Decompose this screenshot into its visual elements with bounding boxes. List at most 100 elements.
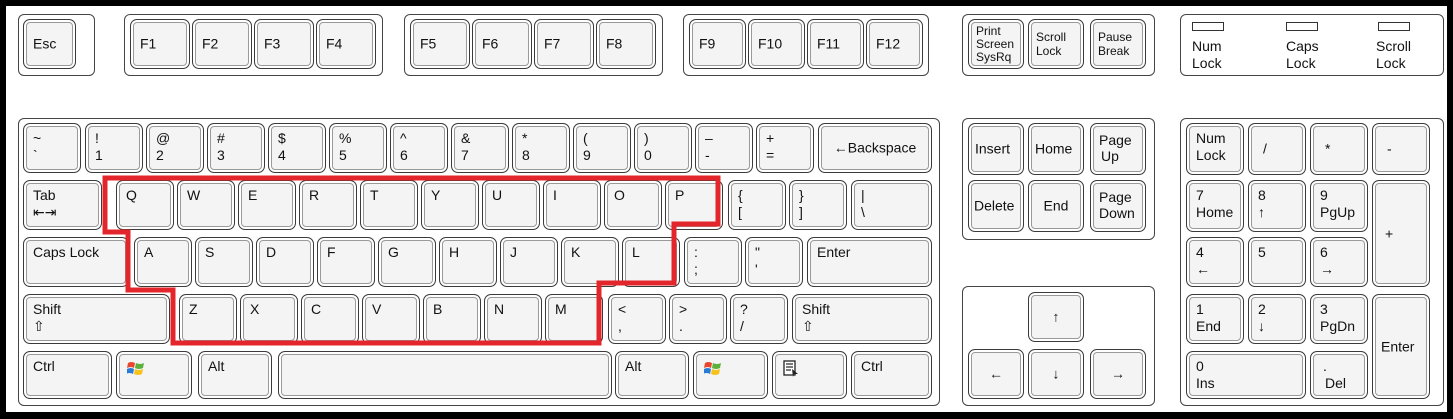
key-g[interactable]: G [378,237,436,287]
key-i[interactable]: I [543,180,601,230]
key-b[interactable]: B [423,294,481,344]
key-f7[interactable]: F7 [534,19,594,69]
key-home[interactable]: Home [1028,123,1084,175]
key-numpad-enter[interactable]: Enter [1372,294,1430,399]
key-numpad-8[interactable]: 8↑ [1248,180,1306,232]
key-f[interactable]: F [317,237,375,287]
key-esc[interactable]: Esc [23,19,76,69]
key-v[interactable]: V [362,294,420,344]
key-numpad-6[interactable]: 6→ [1310,237,1368,287]
key-left-shift[interactable]: Shift⇧ [23,294,170,344]
key-numpad-minus[interactable]: - [1372,123,1430,175]
key-r[interactable]: R [299,180,357,230]
key-4[interactable]: $4 [268,123,326,173]
key-left-ctrl[interactable]: Ctrl [23,351,112,399]
key-c[interactable]: C [301,294,359,344]
key-end[interactable]: End [1028,180,1084,232]
key-j[interactable]: J [500,237,558,287]
key-backspace[interactable]: ←Backspace [818,123,932,173]
key-f12[interactable]: F12 [866,19,923,69]
key-1[interactable]: !1 [85,123,143,173]
key-o[interactable]: O [604,180,662,230]
key-m[interactable]: M [545,294,603,344]
key-e[interactable]: E [238,180,296,230]
key-u[interactable]: U [482,180,540,230]
key-arrow-down[interactable]: ↓ [1028,349,1084,399]
key-comma[interactable]: <, [608,294,666,344]
key-right-shift[interactable]: Shift⇧ [792,294,932,344]
key-f9[interactable]: F9 [689,19,746,69]
key-f11[interactable]: F11 [807,19,864,69]
key-z[interactable]: Z [179,294,237,344]
key-f6[interactable]: F6 [472,19,532,69]
key-left-alt[interactable]: Alt [198,351,272,399]
key-period[interactable]: >. [669,294,727,344]
key-right-brace[interactable]: }] [789,180,847,230]
key-0[interactable]: )0 [634,123,692,173]
key-h[interactable]: H [439,237,497,287]
key-k[interactable]: K [561,237,619,287]
key-left-windows[interactable] [116,351,192,399]
key-t[interactable]: T [360,180,418,230]
key-a[interactable]: A [134,237,192,287]
key-d[interactable]: D [256,237,314,287]
key-caps-lock[interactable]: Caps Lock [23,237,129,287]
key-s[interactable]: S [195,237,253,287]
key-right-windows[interactable] [693,351,768,399]
key-pause-break[interactable]: Pause Break [1090,19,1146,69]
key-arrow-right[interactable]: → [1090,349,1146,399]
key-semicolon[interactable]: :; [684,237,742,287]
key-x[interactable]: X [240,294,298,344]
key-tab[interactable]: Tab⇤⇥ [23,180,102,230]
key-5[interactable]: %5 [329,123,387,173]
key-f1[interactable]: F1 [130,19,190,69]
key-w[interactable]: W [177,180,235,230]
key-f8[interactable]: F8 [596,19,656,69]
key-menu[interactable] [772,351,847,399]
key-8[interactable]: *8 [512,123,570,173]
key-quote[interactable]: "' [745,237,803,287]
key-minus[interactable]: –- [695,123,753,173]
key-f2[interactable]: F2 [192,19,252,69]
key-arrow-up[interactable]: ↑ [1028,292,1084,342]
key-enter[interactable]: Enter [807,237,932,287]
key-f3[interactable]: F3 [254,19,314,69]
key-3[interactable]: #3 [207,123,265,173]
key-scroll-lock[interactable]: Scroll Lock [1028,19,1084,69]
key-equals[interactable]: += [756,123,814,173]
key-print-screen[interactable]: Print Screen SysRq [968,19,1024,69]
key-numpad-5[interactable]: 5 [1248,237,1306,287]
key-q[interactable]: Q [116,180,174,230]
key-space[interactable] [278,351,612,399]
key-delete[interactable]: Delete [968,180,1024,232]
key-left-brace[interactable]: {[ [728,180,786,230]
key-f5[interactable]: F5 [410,19,470,69]
key-f4[interactable]: F4 [316,19,376,69]
key-l[interactable]: L [622,237,680,287]
key-9[interactable]: (9 [573,123,631,173]
key-6[interactable]: ^6 [390,123,448,173]
key-y[interactable]: Y [421,180,479,230]
key-7[interactable]: &7 [451,123,509,173]
key-numpad-plus[interactable]: + [1372,180,1430,287]
key-right-ctrl[interactable]: Ctrl [851,351,932,399]
key-f10[interactable]: F10 [748,19,805,69]
key-n[interactable]: N [484,294,542,344]
key-numpad-2[interactable]: 2↓ [1248,294,1306,344]
key-right-alt[interactable]: Alt [615,351,689,399]
key-numpad-decimal[interactable]: .Del [1310,351,1368,399]
key-tilde[interactable]: ~` [23,123,81,173]
key-2[interactable]: @2 [146,123,204,173]
key-slash[interactable]: ?/ [730,294,788,344]
key-backslash[interactable]: |\ [851,180,932,230]
key-numpad-multiply[interactable]: * [1310,123,1368,175]
key-insert[interactable]: Insert [968,123,1024,175]
